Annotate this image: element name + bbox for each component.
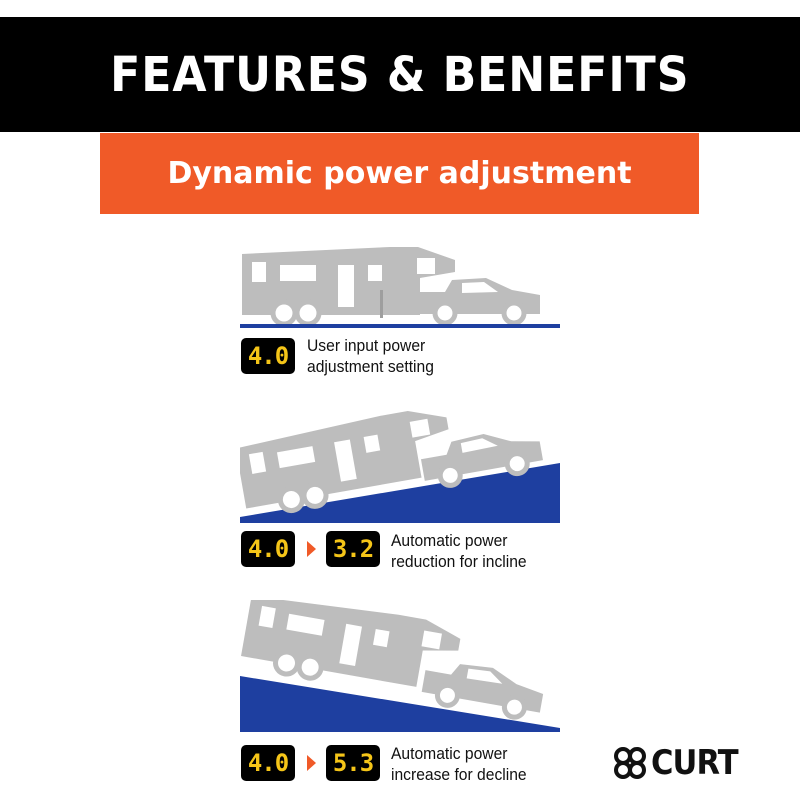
- caption-line: adjustment setting: [307, 357, 434, 376]
- scene-3-caption: Automatic power increase for decline: [391, 743, 527, 785]
- power-reading: 5.3: [332, 749, 374, 777]
- controller-display: 3.2: [326, 531, 380, 567]
- fifth-wheel-trailer: [242, 247, 455, 327]
- curt-emblem-icon: [614, 747, 646, 779]
- pickup-truck: [421, 664, 544, 720]
- controller-display: 4.0: [241, 338, 295, 374]
- controller-display: 4.0: [241, 531, 295, 567]
- caption-line: Automatic power: [391, 531, 508, 550]
- scene-incline: [240, 405, 560, 523]
- brand-name: CURT: [651, 743, 739, 783]
- rv-decline-illustration: [240, 600, 560, 732]
- arrow-right-icon: [307, 755, 316, 771]
- arrow-right-icon: [307, 541, 316, 557]
- feature-banner: Dynamic power adjustment: [100, 133, 699, 214]
- road-incline: [240, 463, 560, 523]
- road-decline: [240, 676, 560, 732]
- rv-flat-illustration: [240, 247, 560, 328]
- scene-1-caption: User input power adjustment setting: [307, 335, 434, 377]
- road-flat: [240, 324, 560, 328]
- power-reading: 4.0: [247, 342, 289, 370]
- page-title: FEATURES & BENEFITS: [110, 46, 690, 103]
- fifth-wheel-trailer: [241, 600, 461, 687]
- brand-logo: CURT: [613, 743, 747, 783]
- rv-incline-illustration: [240, 410, 560, 523]
- caption-line: reduction for incline: [391, 552, 527, 571]
- scene-flat: [240, 240, 560, 330]
- scene-decline: [240, 600, 560, 732]
- pickup-truck: [420, 433, 543, 488]
- power-reading: 4.0: [247, 535, 289, 563]
- caption-line: User input power: [307, 336, 426, 355]
- scene-2-caption: Automatic power reduction for incline: [391, 530, 527, 572]
- power-reading: 3.2: [332, 535, 374, 563]
- power-reading: 4.0: [247, 749, 289, 777]
- header-banner: FEATURES & BENEFITS: [0, 17, 800, 132]
- caption-line: increase for decline: [391, 765, 527, 784]
- caption-line: Automatic power: [391, 744, 508, 763]
- controller-display: 5.3: [326, 745, 380, 781]
- pickup-truck: [418, 278, 540, 326]
- controller-display: 4.0: [241, 745, 295, 781]
- fifth-wheel-trailer: [240, 410, 449, 514]
- feature-title: Dynamic power adjustment: [167, 156, 632, 191]
